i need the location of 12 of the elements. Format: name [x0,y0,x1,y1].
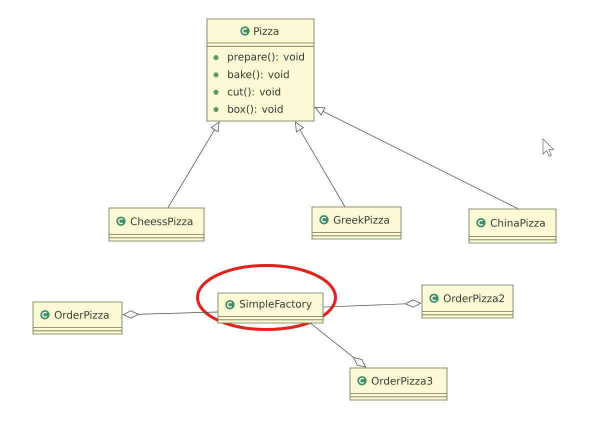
class-box: OrderPizza [32,302,122,334]
method-signature: box(): void [228,104,283,114]
class-box: OrderPizza2 [422,284,514,318]
class-box: ChinaPizza [468,208,556,244]
class-box: CheessPizza [108,208,204,242]
method-signature: prepare(): void [228,52,304,63]
method-signature: cut(): void [228,88,280,97]
class-box: GreekPizza [312,206,402,240]
class-box: OrderPizza3 [350,368,448,400]
method-signature: bake(): void [228,70,289,80]
class-box: Pizza prepare(): void bake(): void cut(): void box(): void [206,18,314,122]
class-box: SimpleFactory [218,292,324,324]
